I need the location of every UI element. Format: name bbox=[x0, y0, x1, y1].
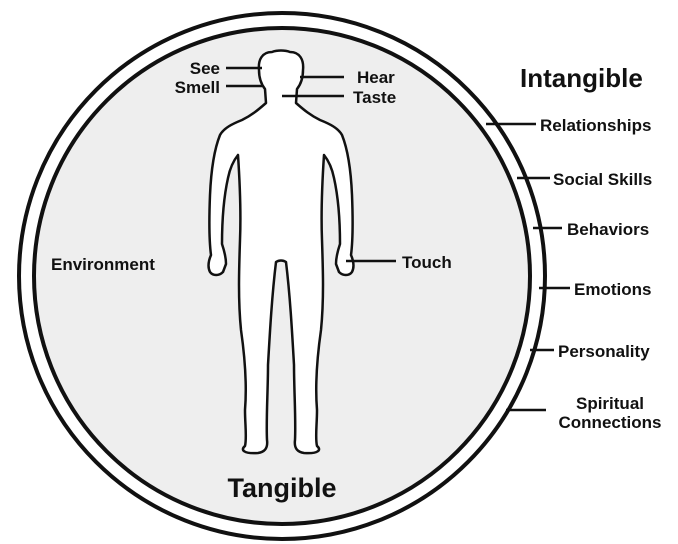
spiritual-label: Spiritual bbox=[576, 394, 644, 413]
intangible-heading: Intangible bbox=[520, 63, 643, 93]
smell-label: Smell bbox=[175, 78, 220, 97]
social-skills-label: Social Skills bbox=[553, 170, 652, 189]
connections-label: Connections bbox=[559, 413, 662, 432]
hear-label: Hear bbox=[357, 68, 395, 87]
environment-label: Environment bbox=[51, 255, 155, 274]
see-label: See bbox=[190, 59, 220, 78]
personality-label: Personality bbox=[558, 342, 650, 361]
behaviors-label: Behaviors bbox=[567, 220, 649, 239]
touch-label: Touch bbox=[402, 253, 452, 272]
taste-label: Taste bbox=[353, 88, 396, 107]
tangible-label: Tangible bbox=[227, 473, 336, 503]
relationships-label: Relationships bbox=[540, 116, 651, 135]
emotions-label: Emotions bbox=[574, 280, 651, 299]
